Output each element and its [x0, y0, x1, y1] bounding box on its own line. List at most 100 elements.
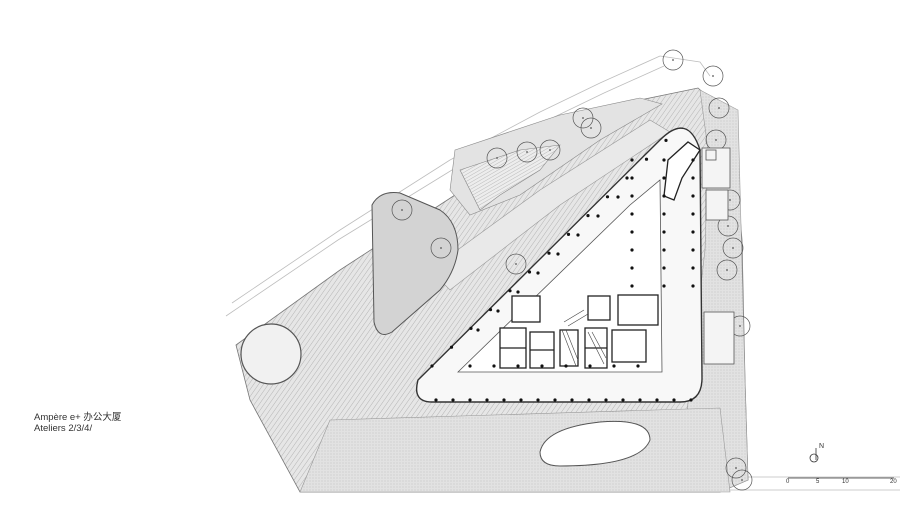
tree-trunk [526, 151, 528, 153]
tree-trunk [515, 263, 517, 265]
column [468, 398, 472, 402]
column [516, 364, 520, 368]
column [630, 212, 634, 216]
tree-trunk [672, 59, 674, 61]
tree-canopy [708, 97, 730, 119]
north-label: N [819, 443, 825, 450]
tree-trunk [440, 247, 442, 249]
stairs [561, 309, 607, 367]
column [508, 289, 512, 293]
column [485, 398, 489, 402]
trees [391, 49, 753, 491]
column [636, 364, 640, 368]
north-arrow: N [808, 443, 828, 470]
column [566, 232, 571, 236]
tree-canopy [391, 199, 413, 221]
column [630, 230, 634, 234]
tree-trunk [590, 127, 592, 129]
column [638, 398, 642, 402]
column [576, 233, 580, 237]
tree-canopy [505, 253, 527, 275]
column [644, 157, 649, 161]
column [691, 158, 695, 162]
column [691, 194, 695, 198]
tree-trunk [732, 247, 734, 249]
column [662, 248, 666, 252]
lawn-planter [371, 192, 459, 335]
column [434, 398, 438, 402]
tree-trunk [729, 199, 731, 201]
column [570, 398, 574, 402]
column [488, 308, 493, 312]
column [630, 158, 634, 162]
column [556, 252, 560, 256]
tree-trunk [735, 467, 737, 469]
scale-tick-20: 20 [890, 479, 897, 485]
tree-trunk [726, 269, 728, 271]
column [492, 364, 496, 368]
column [662, 176, 666, 180]
column [540, 364, 544, 368]
column [630, 176, 634, 180]
column [664, 138, 668, 142]
tree-trunk [727, 225, 729, 227]
tree-trunk [715, 139, 717, 141]
tree-trunk [496, 157, 498, 159]
tree-canopy [716, 259, 738, 281]
column [553, 398, 557, 402]
project-title: Ampère e+ 办公大厦 [34, 412, 122, 423]
column [449, 345, 454, 349]
column [621, 398, 625, 402]
column [630, 248, 634, 252]
column [655, 398, 659, 402]
column [496, 309, 500, 313]
column [536, 271, 540, 275]
scale-tick-5: 5 [816, 479, 820, 485]
column [625, 176, 629, 180]
column [588, 364, 592, 368]
column [586, 214, 590, 218]
column [662, 284, 666, 288]
column [662, 212, 666, 216]
column [691, 266, 695, 270]
column [451, 398, 455, 402]
annex-structures [701, 147, 735, 365]
oval-feature [539, 420, 651, 467]
tree-trunk [401, 209, 403, 211]
tree-trunk [712, 75, 714, 77]
tree-trunk [549, 149, 551, 151]
column [587, 398, 591, 402]
column [616, 195, 620, 199]
project-caption: Ampère e+ 办公大厦 Ateliers 2/3/4/ [34, 412, 121, 434]
tree-canopy [725, 457, 747, 479]
tree-trunk [739, 325, 741, 327]
column [476, 328, 480, 332]
column [547, 251, 551, 255]
tree-trunk [741, 479, 743, 481]
column [662, 266, 666, 270]
column [672, 398, 676, 402]
architect-credit: Ateliers 2/3/4/ [34, 423, 93, 434]
column [662, 230, 666, 234]
column [469, 326, 473, 330]
column [564, 364, 568, 368]
column [536, 398, 540, 402]
column [612, 364, 616, 368]
column [468, 364, 472, 368]
column [691, 248, 695, 252]
column-grid [430, 138, 695, 402]
column [430, 364, 434, 368]
column [527, 270, 532, 274]
tree-canopy [702, 65, 724, 87]
column [604, 398, 608, 402]
column [691, 176, 695, 180]
tree-canopy [662, 49, 684, 71]
tree-canopy [731, 469, 753, 491]
tree-canopy [722, 237, 744, 259]
column [596, 214, 600, 218]
column [605, 195, 610, 199]
column [502, 398, 506, 402]
column [630, 284, 634, 288]
tree-canopy [516, 141, 538, 163]
